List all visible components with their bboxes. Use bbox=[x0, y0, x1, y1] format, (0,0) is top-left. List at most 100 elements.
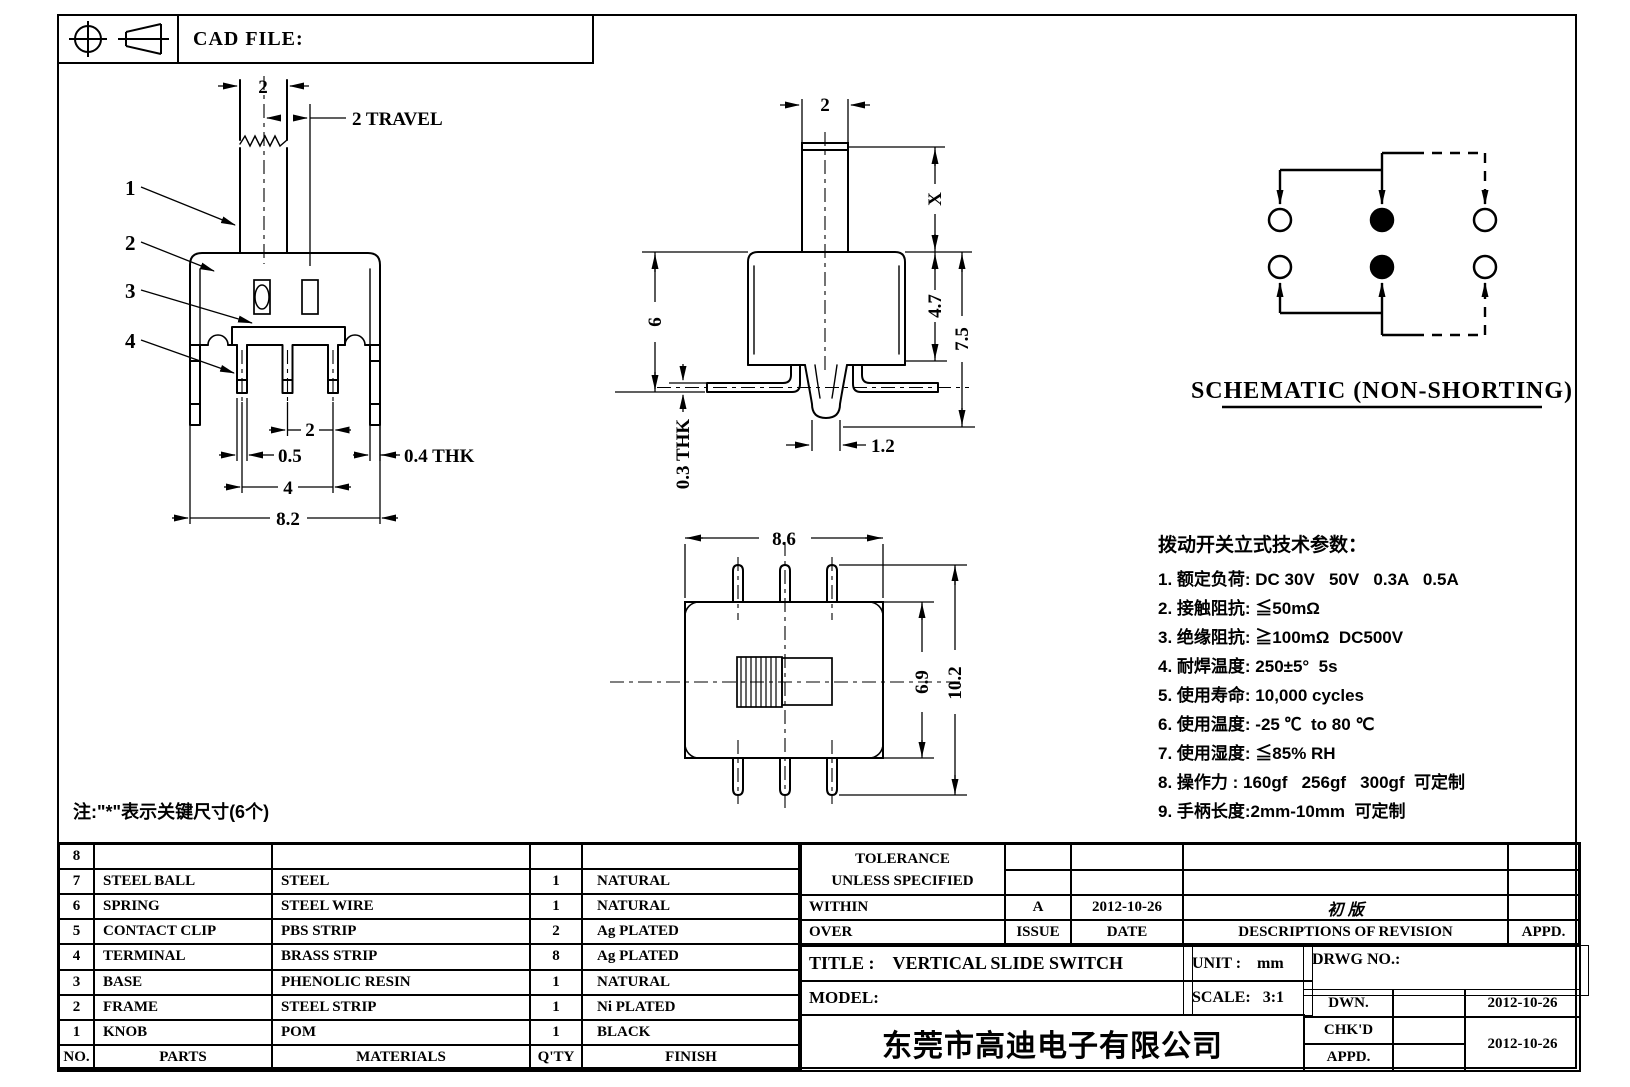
table-cell: 1 bbox=[530, 969, 582, 995]
table-cell: TERMINAL bbox=[94, 944, 272, 970]
chkd-label: CHK'D bbox=[1303, 1016, 1394, 1045]
table-cell bbox=[530, 844, 582, 870]
table-cell: STEEL STRIP bbox=[272, 994, 530, 1020]
unit-value: mm bbox=[1257, 954, 1284, 972]
front-dim-travel: 2 TRAVEL bbox=[352, 109, 443, 130]
bottom-dimensions bbox=[684, 534, 967, 796]
dwn-date: 2012-10-26 bbox=[1464, 989, 1581, 1018]
table-cell: Ni PLATED bbox=[582, 994, 800, 1020]
empty-cell bbox=[1183, 844, 1508, 870]
rev-description-value: 初 版 bbox=[1183, 895, 1508, 920]
table-cell: 2 bbox=[530, 919, 582, 945]
cad-file-label: CAD FILE: bbox=[193, 27, 304, 50]
table-cell: 1 bbox=[530, 894, 582, 920]
table-cell: 1 bbox=[530, 869, 582, 895]
side-view: 2 X 4.7 7.5 6 0.3 THK 1.2 bbox=[615, 95, 975, 489]
table-cell: SPRING bbox=[94, 894, 272, 920]
spec-item: 4. 耐焊温度: 250±5° 5s bbox=[1158, 657, 1338, 676]
tolerance-cell: TOLERANCE UNLESS SPECIFIED bbox=[800, 844, 1005, 895]
table-cell: BLACK bbox=[582, 1019, 800, 1045]
side-dim-knob-width: 2 bbox=[820, 95, 830, 116]
unit-label: UNIT : bbox=[1192, 954, 1242, 972]
table-header-finish: FINISH bbox=[582, 1044, 800, 1070]
table-cell: 2 bbox=[59, 994, 94, 1020]
front-dim-pin-span: 4 bbox=[283, 478, 293, 499]
table-header-parts: PARTS bbox=[94, 1044, 272, 1070]
side-dimensions bbox=[615, 99, 975, 451]
side-dim-body-height: 4.7 bbox=[925, 294, 946, 318]
spec-item: 6. 使用温度: -25 ℃ to 80 ℃ bbox=[1158, 715, 1375, 734]
key-dimension-note: 注:"*"表示关键尺寸(6个) bbox=[73, 802, 270, 822]
table-cell: CONTACT CLIP bbox=[94, 919, 272, 945]
dwn-signature-cell bbox=[1392, 989, 1466, 1018]
table-cell: Ag PLATED bbox=[582, 944, 800, 970]
rev-date-value: 2012-10-26 bbox=[1071, 895, 1183, 920]
cad-file-header: CAD FILE: bbox=[57, 14, 594, 64]
table-cell: 6 bbox=[59, 894, 94, 920]
drwg-no-cell: DRWG NO.: bbox=[1303, 945, 1589, 996]
table-cell bbox=[272, 844, 530, 870]
title-value: VERTICAL SLIDE SWITCH bbox=[892, 953, 1123, 973]
front-dimensions bbox=[140, 82, 400, 524]
table-cell: 1 bbox=[59, 1019, 94, 1045]
empty-cell bbox=[1005, 870, 1071, 895]
table-cell: KNOB bbox=[94, 1019, 272, 1045]
chkd-signature-cell bbox=[1392, 1016, 1466, 1045]
front-view: 2 2 TRAVEL 1 2 3 4 2 0.5 4 8.2 0.4 THK bbox=[125, 76, 475, 530]
appd-signature-cell bbox=[1392, 1043, 1466, 1072]
front-callout-1: 1 bbox=[125, 176, 136, 200]
drawing-canvas: 2 2 TRAVEL 1 2 3 4 2 0.5 4 8.2 0.4 THK bbox=[125, 76, 1572, 812]
scale-value: 3:1 bbox=[1262, 989, 1285, 1006]
table-cell: STEEL bbox=[272, 869, 530, 895]
rev-issue-value: A bbox=[1005, 895, 1071, 920]
company-name: 东莞市高迪电子有限公司 bbox=[800, 1014, 1305, 1072]
scale-label: SCALE: bbox=[1192, 989, 1251, 1006]
title-cell: TITLE : VERTICAL SLIDE SWITCH bbox=[800, 945, 1193, 982]
within-label: WITHIN bbox=[800, 895, 1005, 920]
table-cell: NATURAL bbox=[582, 869, 800, 895]
table-cell: NATURAL bbox=[582, 969, 800, 995]
side-dim-lead-thk: 0.3 THK bbox=[673, 419, 694, 490]
table-cell: 1 bbox=[530, 1019, 582, 1045]
empty-cell bbox=[1508, 844, 1579, 870]
spec-item: 5. 使用寿命: 10,000 cycles bbox=[1158, 686, 1365, 705]
side-dim-tab-width: 1.2 bbox=[871, 436, 895, 457]
sheet-border bbox=[57, 14, 1577, 1069]
side-dim-height-left: 6 bbox=[645, 317, 666, 327]
table-cell: POM bbox=[272, 1019, 530, 1045]
tech-specs-title: 拨动开关立式技术参数： bbox=[1158, 535, 1368, 556]
front-dim-pin-width: 0.5 bbox=[278, 446, 302, 467]
tolerance-line1: TOLERANCE bbox=[855, 850, 950, 867]
bottom-dim-body-depth: 6.9 bbox=[912, 670, 933, 694]
schematic: SCHEMATIC (NON-SHORTING) bbox=[1191, 151, 1572, 409]
bottom-dim-width: 8.6 bbox=[772, 529, 796, 550]
table-header-materials: MATERIALS bbox=[272, 1044, 530, 1070]
table-cell: 8 bbox=[59, 844, 94, 870]
empty-cell bbox=[1071, 870, 1183, 895]
empty-cell bbox=[1183, 870, 1508, 895]
table-cell: BRASS STRIP bbox=[272, 944, 530, 970]
unit-cell: UNIT : mm bbox=[1183, 945, 1313, 982]
side-dim-overall-height: 7.5 bbox=[952, 327, 973, 351]
table-cell: 8 bbox=[530, 944, 582, 970]
empty-cell bbox=[1508, 895, 1579, 920]
spec-item: 1. 额定负荷: DC 30V 50V 0.3A 0.5A bbox=[1158, 570, 1459, 589]
front-callout-2: 2 bbox=[125, 231, 136, 255]
appd-label: APPD. bbox=[1303, 1043, 1394, 1072]
bottom-view: 8.6 6.9 10.2 bbox=[610, 529, 967, 812]
spec-item: 8. 操作力 : 160gf 256gf 300gf 可定制 bbox=[1158, 773, 1466, 792]
side-dim-knob-height: X bbox=[925, 192, 946, 206]
schematic-terminals bbox=[1267, 207, 1498, 280]
parts-table: 8 7 STEEL BALL STEEL 1 NATURAL 6 SPRING … bbox=[57, 842, 802, 1072]
table-cell bbox=[582, 844, 800, 870]
scale-cell: SCALE: 3:1 bbox=[1183, 980, 1313, 1016]
title-block: TITLE : VERTICAL SLIDE SWITCH UNIT : mm … bbox=[798, 943, 1589, 1072]
chkd-date: 2012-10-26 bbox=[1464, 1016, 1581, 1072]
tolerance-line2: UNLESS SPECIFIED bbox=[831, 872, 974, 889]
table-cell: 5 bbox=[59, 919, 94, 945]
dwn-label: DWN. bbox=[1303, 989, 1394, 1018]
table-cell: BASE bbox=[94, 969, 272, 995]
empty-cell bbox=[1508, 870, 1579, 895]
front-dim-knob-width: 2 bbox=[258, 77, 268, 98]
table-header-qty: Q'TY bbox=[530, 1044, 582, 1070]
